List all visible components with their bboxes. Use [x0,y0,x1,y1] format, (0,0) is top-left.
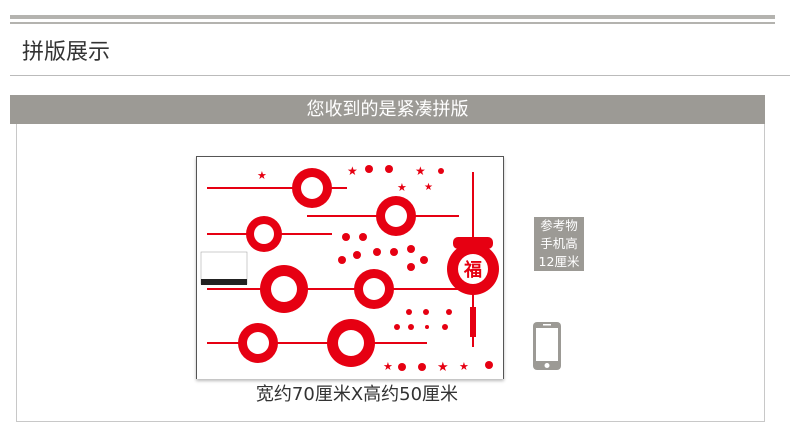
banner-title: 您收到的是紧凑拼版 [10,95,765,124]
svg-text:★: ★ [437,360,449,375]
svg-text:★: ★ [257,169,267,182]
reference-line: 手机高 [540,236,578,251]
size-caption: 宽约70厘米X高约50厘米 [255,384,459,405]
svg-text:★: ★ [459,360,469,373]
top-rule [10,15,775,19]
section-divider [10,75,790,76]
layout-panel [16,124,765,422]
svg-text:★: ★ [383,360,393,373]
reference-line: 参考物 [540,218,578,233]
fu-character: 福 [463,259,482,281]
section-title: 拼版展示 [22,40,111,65]
phone-icon [532,321,562,375]
top-rule-thin [10,22,775,24]
svg-text:★: ★ [397,181,407,194]
svg-text:★: ★ [415,164,426,178]
svg-text:★: ★ [347,164,358,178]
svg-text:★: ★ [424,182,433,193]
reference-label: 参考物 手机高 12厘米 [534,217,584,271]
reference-line: 12厘米 [538,254,580,269]
product-layout-image: 福 ★ ★ ★ ★ ★ ★ ★ ★ [196,156,504,379]
